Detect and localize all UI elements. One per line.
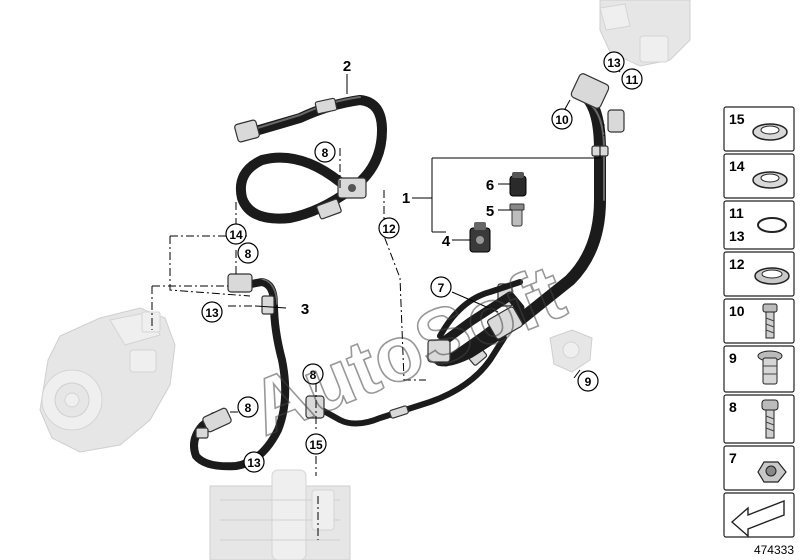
panel-item-arrow [723, 492, 795, 538]
panel-item-9: 9 [723, 345, 795, 393]
callout-13a: 13 [201, 301, 223, 323]
svg-text:2: 2 [343, 58, 351, 75]
screw-icon [761, 399, 779, 439]
panel-item-12: 12 [723, 251, 795, 297]
svg-text:15: 15 [309, 438, 323, 452]
svg-text:12: 12 [382, 222, 396, 236]
sealing-ring-icon [752, 171, 788, 189]
bracket-9-ghost [549, 329, 593, 373]
o-ring-icon [757, 217, 787, 233]
valve-insert-icon [757, 350, 783, 385]
callout-8a: 8 [314, 141, 336, 163]
svg-text:13: 13 [729, 228, 745, 244]
hex-nut-icon [757, 461, 787, 483]
svg-text:7: 7 [438, 281, 445, 295]
callout-11: 11 [621, 68, 643, 90]
panel-item-11-13: 11 13 [723, 200, 795, 250]
svg-text:12: 12 [729, 256, 745, 272]
callout-1: 1 [402, 190, 410, 207]
pressure-sensor-4 [469, 222, 491, 253]
hose-3 [190, 273, 290, 471]
callout-8c: 8 [302, 363, 324, 385]
callout-8d: 8 [237, 396, 259, 418]
callout-7: 7 [430, 276, 452, 298]
svg-text:10: 10 [729, 303, 745, 319]
parts-panel: 15 14 11 13 12 [723, 106, 795, 538]
svg-text:13: 13 [607, 56, 621, 70]
valve-block [427, 279, 525, 367]
cap-6 [509, 172, 527, 197]
panel-item-14: 14 [723, 153, 795, 199]
callout-3: 3 [301, 301, 309, 318]
svg-text:3: 3 [301, 301, 309, 318]
callout-13c: 13 [603, 51, 625, 73]
svg-text:13: 13 [205, 306, 219, 320]
watermark: AutoSoft [237, 246, 577, 453]
sealing-ring-icon [752, 123, 788, 141]
panel-item-15: 15 [723, 106, 795, 152]
svg-text:8: 8 [322, 146, 329, 160]
liquid-line-hose [305, 335, 507, 427]
sealing-ring-icon [754, 267, 790, 285]
svg-text:8: 8 [729, 399, 737, 415]
callout-14: 14 [225, 223, 247, 245]
svg-text:6: 6 [486, 177, 494, 194]
callout-13b: 13 [243, 451, 265, 473]
svg-text:9: 9 [729, 350, 737, 366]
callout-12: 12 [378, 217, 400, 239]
callout-5: 5 [486, 203, 494, 220]
svg-text:7: 7 [729, 450, 737, 466]
svg-text:14: 14 [229, 228, 243, 242]
svg-text:14: 14 [729, 158, 745, 174]
condenser-ghost [209, 469, 351, 560]
panel-item-10: 10 [723, 298, 795, 344]
document-number: 474333 [754, 543, 794, 557]
svg-text:8: 8 [310, 368, 317, 382]
callout-6: 6 [486, 177, 494, 194]
callout-2: 2 [343, 58, 351, 75]
compressor-ghost [39, 307, 176, 453]
callout-4: 4 [442, 233, 451, 250]
svg-text:AutoSoft: AutoSoft [238, 247, 576, 452]
svg-text:9: 9 [585, 375, 592, 389]
callout-9: 9 [577, 370, 599, 392]
hose-2 [234, 95, 387, 224]
callout-8b: 8 [237, 242, 259, 264]
bolt-icon [762, 303, 778, 339]
svg-text:11: 11 [729, 205, 744, 221]
svg-text:5: 5 [486, 203, 494, 220]
svg-text:8: 8 [245, 401, 252, 415]
svg-text:13: 13 [247, 456, 261, 470]
direction-arrow-icon [730, 499, 785, 538]
callout-15: 15 [305, 433, 327, 455]
panel-item-8: 8 [723, 394, 795, 444]
svg-text:15: 15 [729, 111, 745, 127]
valve-core-5 [509, 203, 525, 227]
svg-text:11: 11 [626, 73, 639, 87]
evaporator-ghost [599, 0, 691, 67]
svg-text:1: 1 [402, 190, 410, 207]
callout-10: 10 [551, 108, 573, 130]
panel-item-7: 7 [723, 445, 795, 491]
svg-text:4: 4 [442, 233, 451, 250]
svg-text:8: 8 [245, 247, 252, 261]
svg-text:10: 10 [555, 113, 569, 127]
